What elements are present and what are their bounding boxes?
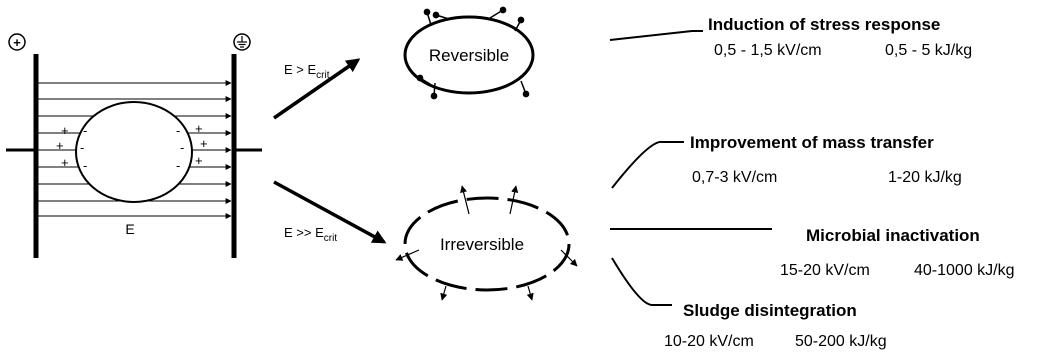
application-field-strength: 0,7-3 kV/cm bbox=[692, 169, 777, 186]
field-label: E bbox=[125, 221, 134, 237]
application-field-strength: 15-20 kV/cm bbox=[780, 262, 870, 279]
application-energy: 1-20 kJ/kg bbox=[888, 169, 962, 186]
biological-cell bbox=[75, 101, 193, 203]
svg-text:-: - bbox=[180, 140, 184, 155]
application-title: Microbial inactivation bbox=[806, 226, 980, 245]
irreversible-cell: Irreversible bbox=[395, 185, 578, 301]
application-stress: Induction of stress response 0,5 - 1,5 k… bbox=[708, 15, 972, 59]
state-irreversible: Irreversible bbox=[440, 235, 524, 254]
svg-text:-: - bbox=[80, 140, 84, 155]
arrow-to-reversible bbox=[273, 58, 361, 120]
application-field-strength: 10-20 kV/cm bbox=[664, 333, 754, 350]
application-energy: 40-1000 kJ/kg bbox=[914, 262, 1015, 279]
svg-text:-: - bbox=[176, 158, 180, 173]
application-field-strength: 0,5 - 1,5 kV/cm bbox=[714, 42, 822, 59]
application-sludge: Sludge disintegration 10-20 kV/cm 50-200… bbox=[664, 301, 887, 350]
membrane-charges: + + + - - - - - - + + + bbox=[56, 121, 208, 173]
positive-terminal-icon: + bbox=[8, 33, 26, 51]
svg-text:+: + bbox=[61, 155, 69, 170]
connector-sludge bbox=[611, 257, 672, 306]
svg-text:+: + bbox=[61, 123, 69, 138]
reversible-cell: Reversible bbox=[403, 6, 535, 100]
svg-text:+: + bbox=[195, 153, 203, 168]
arrow-to-irreversible bbox=[273, 180, 387, 244]
svg-text:+: + bbox=[195, 121, 203, 136]
application-connectors bbox=[609, 30, 772, 306]
state-reversible: Reversible bbox=[429, 46, 509, 65]
connector-stress bbox=[609, 30, 703, 41]
application-mass-transfer: Improvement of mass transfer 0,7-3 kV/cm… bbox=[690, 133, 962, 186]
pore-markers bbox=[416, 6, 530, 100]
leak-arrows bbox=[395, 185, 578, 301]
application-title: Sludge disintegration bbox=[683, 301, 857, 320]
application-title: Improvement of mass transfer bbox=[690, 133, 934, 152]
condition-irreversible: E >> Ecrit bbox=[284, 225, 337, 244]
cell-in-field: + + + + - - bbox=[6, 33, 262, 258]
connector-mass-transfer bbox=[611, 140, 684, 189]
condition-reversible: E > Ecrit bbox=[284, 62, 330, 81]
svg-text:+: + bbox=[13, 35, 21, 50]
application-microbial: Microbial inactivation 15-20 kV/cm 40-10… bbox=[780, 226, 1015, 279]
svg-text:-: - bbox=[176, 123, 180, 138]
svg-text:-: - bbox=[83, 123, 87, 138]
svg-text:+: + bbox=[200, 136, 208, 151]
application-title: Induction of stress response bbox=[708, 15, 940, 34]
svg-text:+: + bbox=[56, 138, 64, 153]
application-energy: 0,5 - 5 kJ/kg bbox=[885, 42, 972, 59]
svg-text:-: - bbox=[83, 158, 87, 173]
ground-icon bbox=[233, 33, 251, 51]
application-energy: 50-200 kJ/kg bbox=[795, 333, 887, 350]
